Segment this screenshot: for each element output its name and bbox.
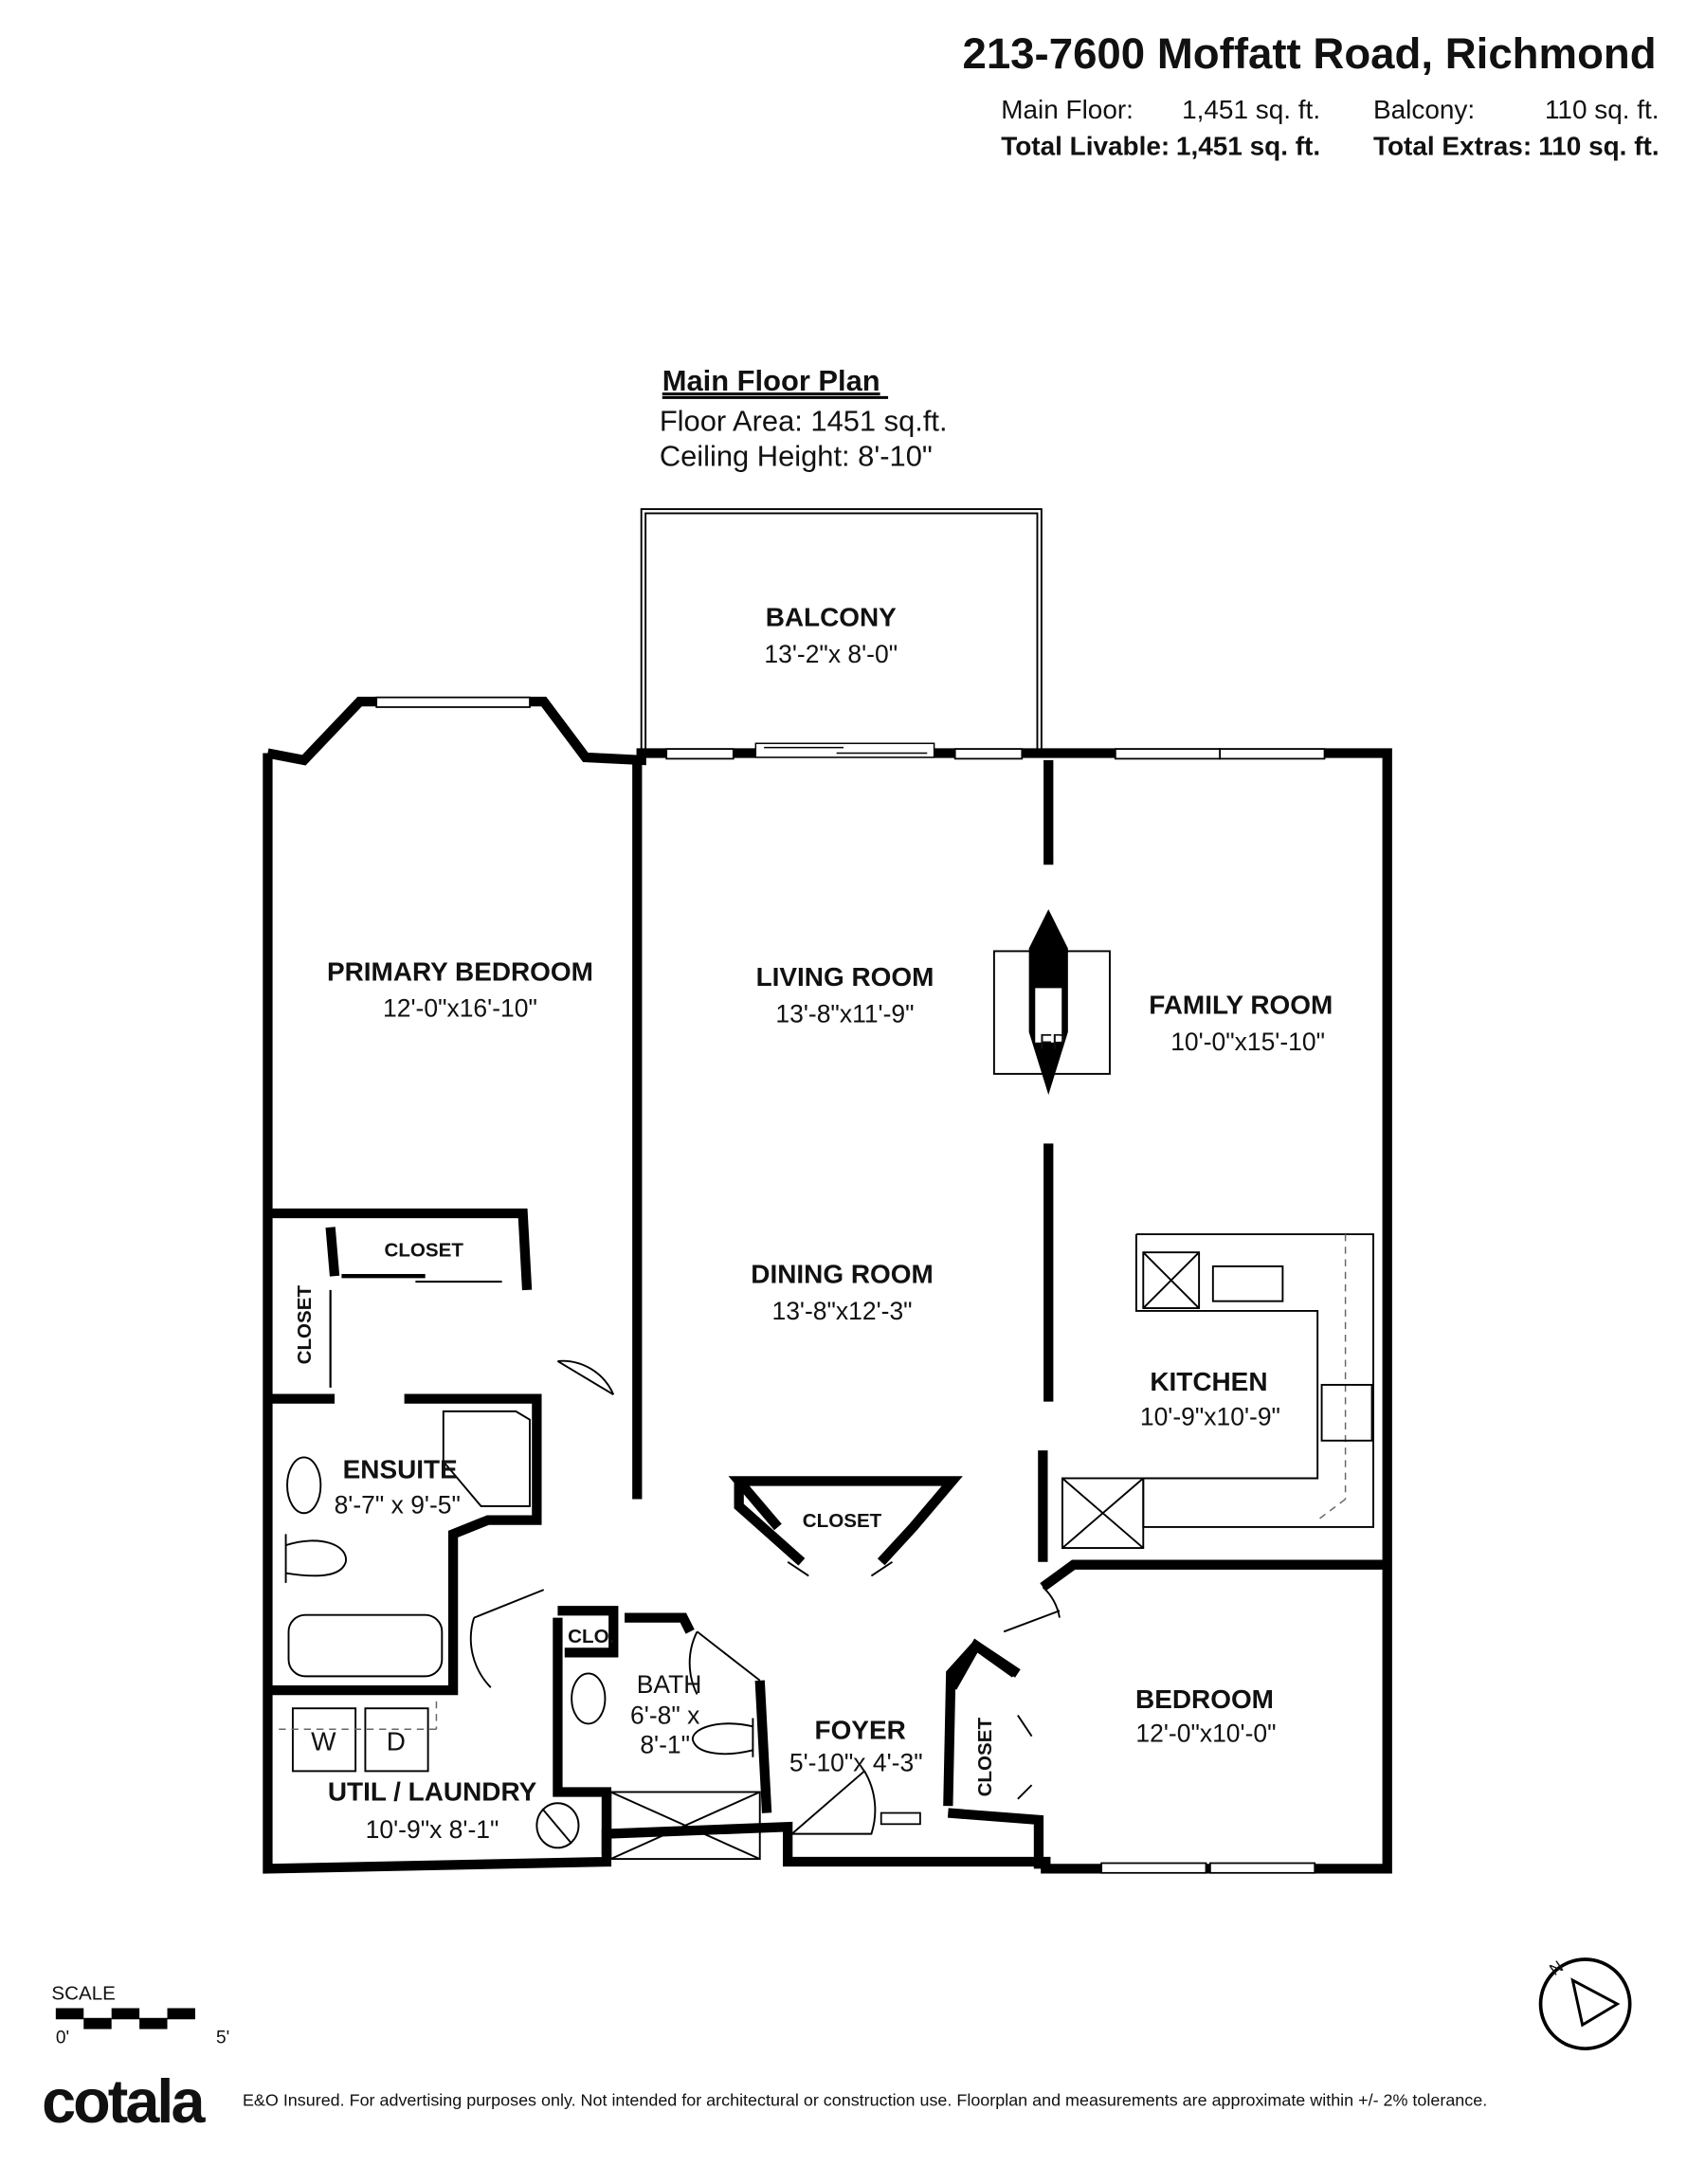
- entry-door[interactable]: [790, 1770, 877, 1835]
- bedroom-name: BEDROOM: [1135, 1684, 1274, 1714]
- ceiling-height: Ceiling Height: 8'-10": [660, 439, 933, 472]
- window: [1114, 748, 1222, 760]
- bedroom-dims: 12'-0"x10'-0": [1135, 1720, 1276, 1748]
- balcony-value: 110 sq. ft.: [1545, 95, 1660, 124]
- family-room-dims: 10'-0"x15'-10": [1170, 1028, 1325, 1056]
- scale-end: 5': [216, 2028, 229, 2048]
- dining-room-dims: 13'-8"x12'-3": [771, 1297, 912, 1325]
- kitchen-name: KITCHEN: [1150, 1367, 1267, 1396]
- floor-plan-drawing: FP W D: [263, 508, 1392, 1874]
- bath-name: BATH: [637, 1670, 702, 1699]
- total-livable-value: 1,451 sq. ft.: [1176, 131, 1320, 160]
- primary-bedroom-dims: 12'-0"x16'-10": [383, 994, 537, 1023]
- util-laundry-name: UTIL / LAUNDRY: [328, 1776, 537, 1806]
- plan-title-block: Main Floor Plan Floor Area: 1451 sq.ft. …: [660, 364, 948, 472]
- ensuite-dims: 8'-7" x 9'-5": [335, 1490, 461, 1519]
- bedroom-closet-label: CLOSET: [974, 1718, 996, 1797]
- primary-bedroom-name: PRIMARY BEDROOM: [327, 956, 593, 986]
- cotala-logo: cotala: [42, 2066, 206, 2136]
- address-title: 213-7600 Moffatt Road, Richmond: [962, 29, 1656, 78]
- kitchen-sink: [1211, 1265, 1284, 1302]
- primary-closet-label: CLOSET: [384, 1240, 463, 1262]
- window: [953, 748, 1024, 760]
- ensuite-shower: [442, 1410, 531, 1507]
- total-extras-label: Total Extras:: [1373, 131, 1532, 160]
- foyer-name: FOYER: [815, 1716, 906, 1745]
- bathtub: [287, 1613, 444, 1678]
- bath-toilet: [692, 1718, 754, 1757]
- room-labels: BALCONY 13'-2"x 8'-0" PRIMARY BEDROOM 12…: [294, 603, 1333, 1844]
- dishwasher: [1061, 1477, 1145, 1549]
- ensuite-toilet: [284, 1534, 347, 1583]
- washer-label: W: [311, 1726, 336, 1756]
- scale-label: SCALE: [51, 1983, 115, 2005]
- footer: cotala E&O Insured. For advertising purp…: [42, 2066, 1487, 2136]
- kitchen-dims: 10'-9"x10'-9": [1140, 1403, 1280, 1431]
- total-extras-value: 110 sq. ft.: [1538, 131, 1659, 160]
- bay-window: [375, 696, 531, 708]
- sliding-door[interactable]: [754, 742, 935, 758]
- window: [1209, 1862, 1316, 1874]
- washer: [291, 1707, 357, 1773]
- clo-label: CLO.: [568, 1626, 614, 1647]
- util-laundry-dims: 10'-9"x 8'-1": [366, 1815, 499, 1844]
- fireplace-label: FP: [1040, 1029, 1066, 1053]
- dining-room-name: DINING ROOM: [751, 1260, 933, 1289]
- main-floor-label: Main Floor:: [1001, 95, 1134, 124]
- balcony-name: BALCONY: [766, 603, 897, 632]
- balcony-label: Balcony:: [1373, 95, 1475, 124]
- bath-dims-2: 8'-1": [640, 1730, 690, 1758]
- ensuite-sink: [286, 1456, 322, 1515]
- ensuite-name: ENSUITE: [343, 1454, 458, 1483]
- hall-closet-label: CLOSET: [803, 1510, 882, 1532]
- header: 213-7600 Moffatt Road, Richmond Main Flo…: [962, 29, 1659, 160]
- compass: N: [1538, 1956, 1632, 2050]
- living-room-dims: 13'-8"x11'-9": [775, 999, 914, 1028]
- fridge: [1142, 1251, 1201, 1309]
- bath-shower: [609, 1791, 761, 1861]
- water-heater: [535, 1802, 580, 1849]
- floor-area: Floor Area: 1451 sq.ft.: [660, 405, 948, 438]
- compass-circle: [1538, 1957, 1632, 2050]
- side-closet-label: CLOSET: [294, 1285, 316, 1365]
- plan-title: Main Floor Plan: [662, 364, 880, 397]
- bath-door[interactable]: [688, 1630, 761, 1695]
- window: [1100, 1862, 1207, 1874]
- balcony-dims: 13'-2"x 8'-0": [764, 640, 898, 668]
- cooktop: [1320, 1383, 1373, 1442]
- door[interactable]: [556, 1359, 615, 1396]
- living-room-name: LIVING ROOM: [756, 962, 934, 992]
- bath-sink: [571, 1672, 607, 1725]
- door[interactable]: [469, 1589, 545, 1688]
- family-room-name: FAMILY ROOM: [1149, 991, 1333, 1020]
- main-floor-value: 1,451 sq. ft.: [1182, 95, 1320, 124]
- window: [665, 748, 735, 760]
- door[interactable]: [1003, 1586, 1061, 1633]
- dryer-label: D: [387, 1726, 406, 1756]
- north-arrow-icon: [1570, 1977, 1621, 2028]
- bath-dims-1: 6'-8" x: [630, 1701, 699, 1729]
- total-livable-label: Total Livable:: [1001, 131, 1170, 160]
- scale-bar: SCALE 0' 5': [51, 1983, 229, 2048]
- dryer: [364, 1707, 429, 1773]
- disclaimer: E&O Insured. For advertising purposes on…: [243, 2090, 1487, 2109]
- window: [1219, 748, 1326, 760]
- window: [880, 1811, 921, 1826]
- scale-start: 0': [56, 2028, 69, 2048]
- foyer-dims: 5'-10"x 4'-3": [789, 1748, 923, 1776]
